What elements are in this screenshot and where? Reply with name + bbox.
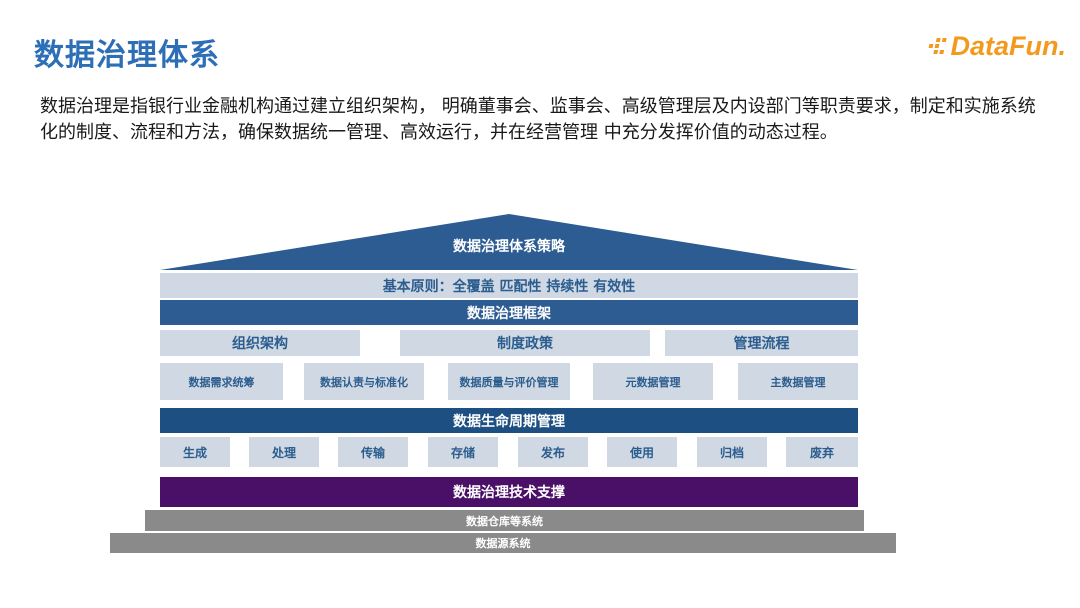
roof-label: 数据治理体系策略 (453, 239, 565, 255)
module-metadata: 元数据管理 (593, 363, 713, 400)
lifecycle-stage: 处理 (249, 437, 319, 467)
pillar-organization: 组织架构 (160, 330, 360, 356)
principles-bar: 基本原则：全覆盖 匹配性 持续性 有效性 (160, 273, 858, 298)
datafun-logo: DataFun. (929, 26, 1066, 66)
module-standard: 数据认责与标准化 (304, 363, 424, 400)
lifecycle-stage: 使用 (607, 437, 677, 467)
lifecycle-bar: 数据生命周期管理 (160, 408, 858, 433)
lifecycle-stage: 传输 (338, 437, 408, 467)
lifecycle-stage: 存储 (428, 437, 498, 467)
framework-bar: 数据治理框架 (160, 300, 858, 325)
pillar-process: 管理流程 (665, 330, 858, 356)
lifecycle-stage: 废弃 (786, 437, 858, 467)
warehouse-bar: 数据仓库等系统 (145, 510, 864, 531)
logo-dots-icon (928, 38, 948, 54)
lifecycle-stage: 发布 (518, 437, 588, 467)
module-demand: 数据需求统筹 (160, 363, 283, 400)
intro-paragraph: 数据治理是指银行业金融机构通过建立组织架构， 明确董事会、监事会、高级管理层及内… (40, 96, 1036, 143)
module-masterdata: 主数据管理 (738, 363, 858, 400)
page-title: 数据治理体系 (34, 38, 220, 73)
pillar-policy: 制度政策 (400, 330, 650, 356)
lifecycle-stage: 生成 (160, 437, 230, 467)
roof-triangle (160, 214, 858, 270)
source-bar: 数据源系统 (110, 533, 896, 553)
module-quality: 数据质量与评价管理 (448, 363, 570, 400)
logo-text: DataFun. (950, 30, 1066, 61)
lifecycle-stage: 归档 (697, 437, 767, 467)
tech-support-bar: 数据治理技术支撑 (160, 477, 858, 507)
